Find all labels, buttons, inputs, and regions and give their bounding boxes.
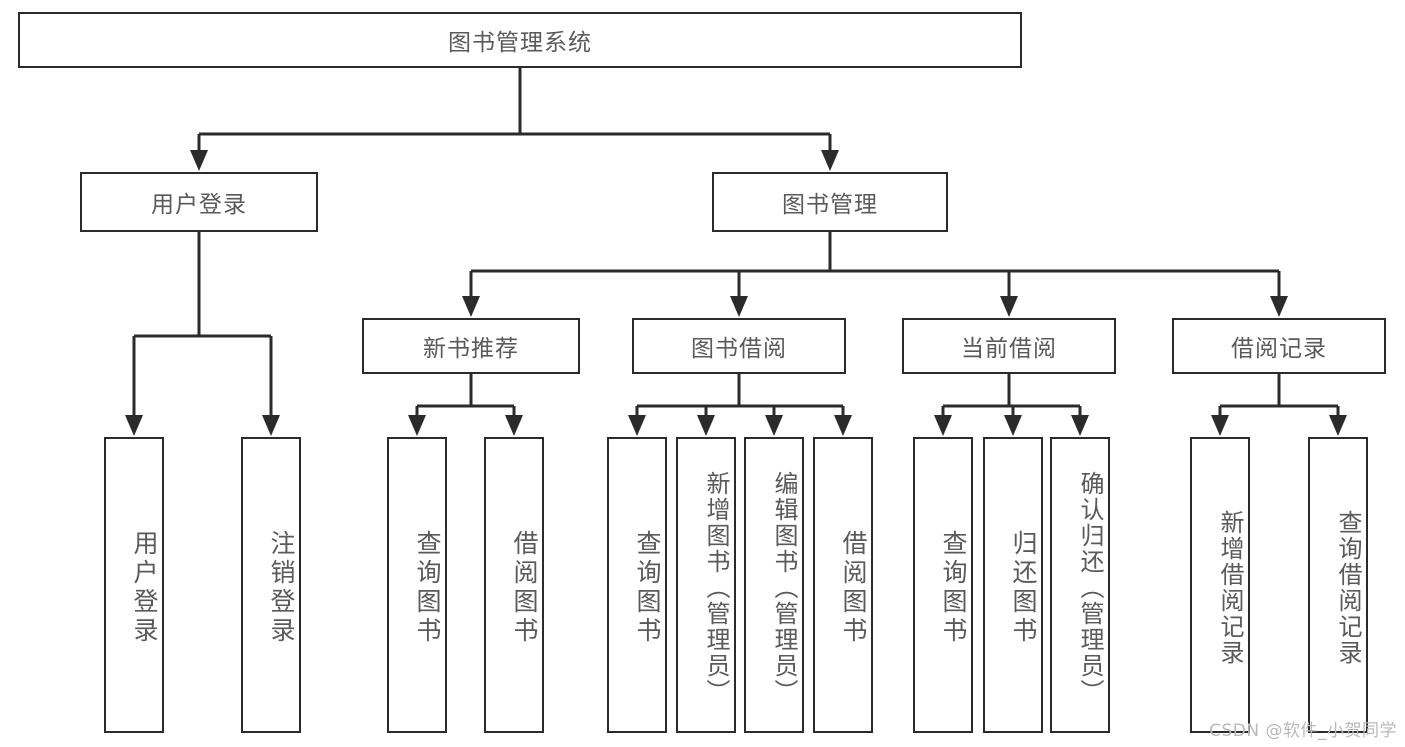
node-label: 查询图书	[633, 530, 662, 646]
node-label: 借阅记录	[1231, 336, 1327, 362]
node-root[interactable]: 图书管理系统	[18, 12, 1022, 68]
node-leaf-query-record[interactable]: 查询借阅记录	[1308, 437, 1368, 733]
node-book-manage[interactable]: 图书管理	[712, 172, 948, 232]
node-label: 当前借阅	[961, 336, 1057, 362]
node-leaf-borrow-book-2[interactable]: 借阅图书	[813, 437, 873, 733]
node-leaf-edit-book[interactable]: 编辑图书（管理员）	[744, 437, 804, 733]
node-label: 借阅图书	[510, 530, 539, 646]
node-label: 确认归还（管理员）	[1076, 471, 1104, 705]
node-leaf-query-book-2[interactable]: 查询图书	[607, 437, 667, 733]
node-leaf-query-book-3[interactable]: 查询图书	[913, 437, 973, 733]
node-label: 编辑图书（管理员）	[770, 471, 798, 705]
node-leaf-logout[interactable]: 注销登录	[241, 437, 301, 733]
node-label: 新书推荐	[423, 336, 519, 362]
watermark-text: CSDN @软件_小贺同学	[1209, 721, 1397, 741]
node-leaf-borrow-book-1[interactable]: 借阅图书	[484, 437, 544, 733]
node-label: 图书借阅	[691, 336, 787, 362]
node-label: 归还图书	[1009, 530, 1038, 646]
node-leaf-return-book[interactable]: 归还图书	[983, 437, 1043, 733]
node-user-login[interactable]: 用户登录	[80, 172, 318, 232]
node-leaf-add-record[interactable]: 新增借阅记录	[1190, 437, 1250, 733]
node-current-borrow[interactable]: 当前借阅	[902, 318, 1116, 374]
node-leaf-user-login[interactable]: 用户登录	[104, 437, 164, 733]
node-label: 新增图书（管理员）	[702, 471, 730, 705]
node-label: 注销登录	[267, 530, 296, 646]
node-leaf-confirm-return[interactable]: 确认归还（管理员）	[1050, 437, 1110, 733]
node-borrow-record[interactable]: 借阅记录	[1172, 318, 1386, 374]
node-new-book-rec[interactable]: 新书推荐	[362, 318, 580, 374]
node-label: 查询图书	[413, 530, 442, 646]
node-leaf-add-book[interactable]: 新增图书（管理员）	[676, 437, 736, 733]
node-label: 查询借阅记录	[1334, 510, 1362, 666]
node-label: 借阅图书	[839, 530, 868, 646]
node-book-borrow[interactable]: 图书借阅	[632, 318, 846, 374]
node-label: 查询图书	[939, 530, 968, 646]
node-label: 用户登录	[151, 192, 247, 218]
node-label: 用户登录	[130, 530, 159, 646]
node-label: 图书管理系统	[448, 30, 592, 56]
node-label: 新增借阅记录	[1216, 510, 1244, 666]
node-label: 图书管理	[782, 192, 878, 218]
node-leaf-query-book-1[interactable]: 查询图书	[387, 437, 447, 733]
